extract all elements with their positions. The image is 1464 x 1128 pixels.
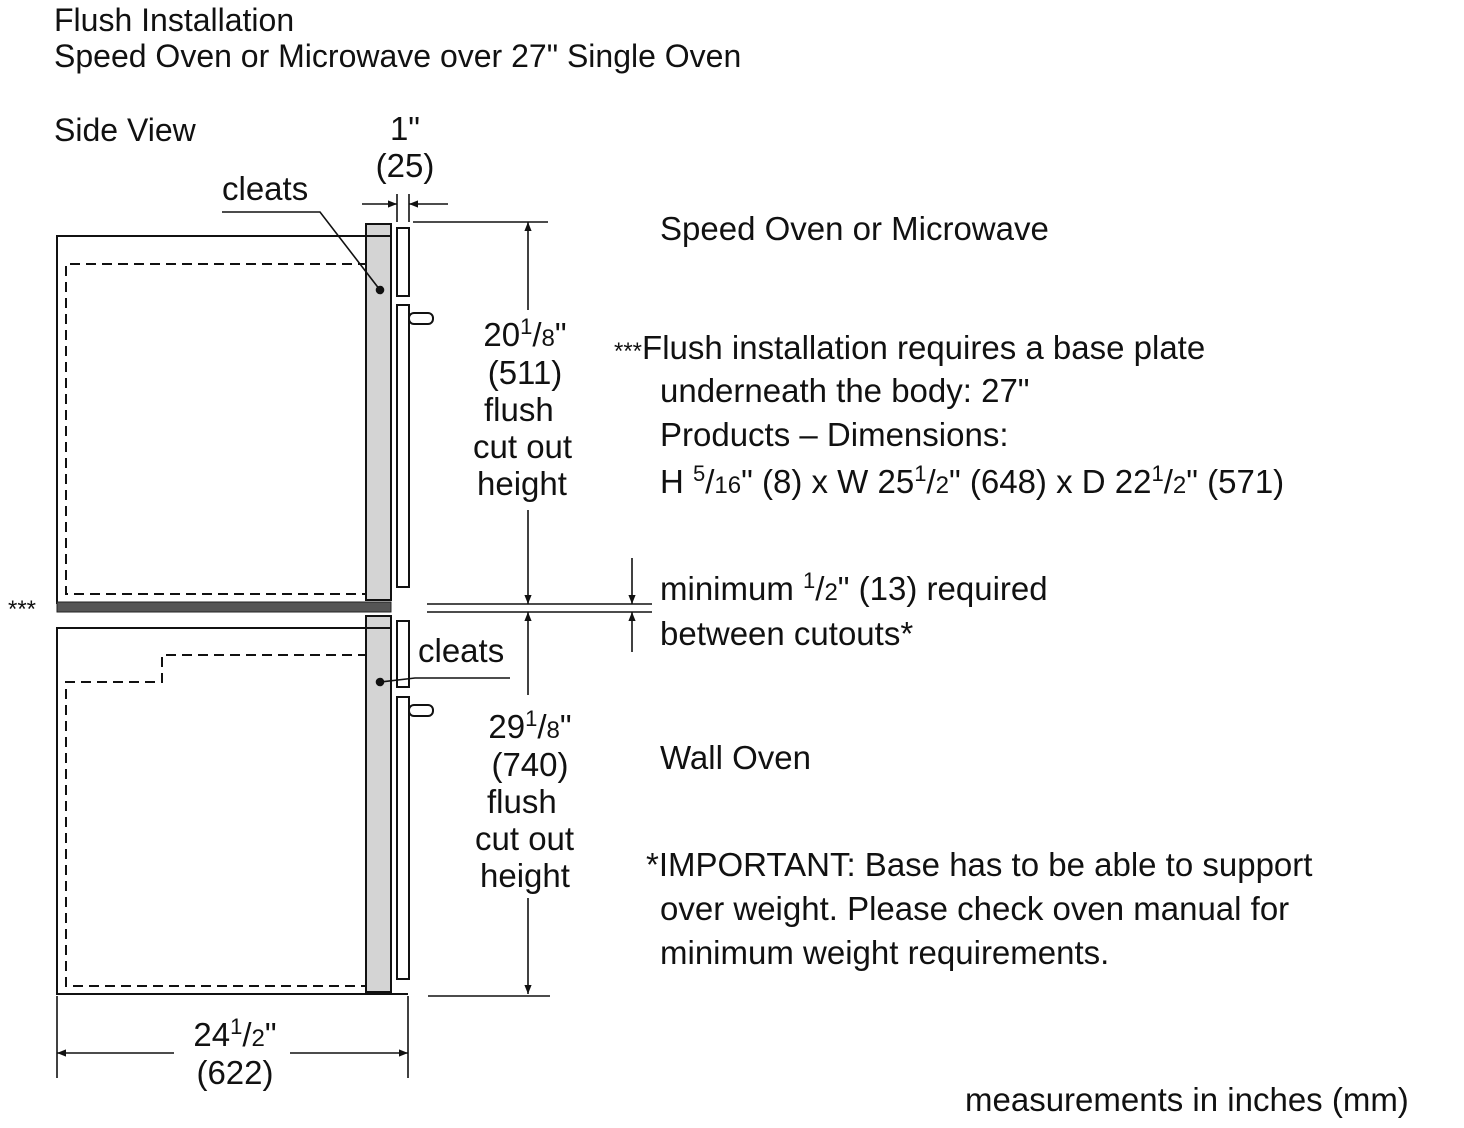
lower-cutout-height: height (480, 857, 570, 894)
title-line-2: Speed Oven or Microwave over 27" Single … (54, 38, 742, 74)
base-plate-note-line-1: ***Flush installation requires a base pl… (614, 329, 1206, 366)
upper-cutout-mm: (511) (487, 354, 563, 391)
speed-oven-label: Speed Oven or Microwave (660, 210, 1049, 247)
important-note-line-1: *IMPORTANT: Base has to be able to suppo… (646, 846, 1313, 883)
upper-cutout-inches: 201/8" (483, 314, 567, 353)
lower-cabinet (56, 627, 408, 995)
gap-mm-label: (25) (375, 147, 435, 184)
base-plate (56, 601, 392, 613)
units-note: measurements in inches (mm) (965, 1081, 1409, 1118)
base-plate-note-line-3: Products – Dimensions: (660, 416, 1009, 453)
width-dimension (56, 996, 409, 1078)
gap-dimension (362, 194, 448, 222)
base-plate-note-line-2: underneath the body: 27" (660, 372, 1030, 409)
lower-cutout-flush: flush (487, 783, 557, 820)
minimum-note-line-1: minimum 1/2" (13) required (660, 568, 1048, 607)
upper-cutout-cutout: cut out (473, 428, 573, 465)
lower-cutout-cutout: cut out (475, 820, 575, 857)
cleats-label-bottom: cleats (418, 632, 505, 669)
cleat-leaders (222, 211, 510, 687)
cleats-label-top: cleats (222, 170, 309, 207)
height-dimensions (413, 221, 652, 997)
upper-appliance-front (365, 223, 434, 601)
title-line-1: Flush Installation (54, 2, 295, 38)
base-plate-note-line-4: H 5/16" (8) x W 251/2" (648) x D 221/2" … (660, 461, 1285, 500)
upper-cutout-flush: flush (484, 391, 554, 428)
minimum-note-line-2: between cutouts* (660, 615, 914, 652)
lower-oven-outline (65, 654, 368, 987)
important-note-line-2: over weight. Please check oven manual fo… (660, 890, 1290, 927)
upper-cutout-height: height (477, 465, 567, 502)
important-note-line-3: minimum weight requirements. (660, 934, 1110, 971)
lower-cutout-mm: (740) (491, 746, 569, 783)
view-label: Side View (54, 112, 196, 148)
lower-cutout-inches: 291/8" (488, 706, 572, 745)
lower-appliance-front (365, 615, 434, 993)
wall-oven-label: Wall Oven (660, 739, 811, 776)
width-inches: 241/2" (193, 1014, 277, 1053)
upper-cabinet (56, 235, 368, 604)
width-mm: (622) (196, 1054, 274, 1091)
base-plate-marker: *** (8, 596, 37, 623)
upper-oven-outline (65, 263, 368, 595)
gap-inches-label: 1" (389, 110, 421, 147)
